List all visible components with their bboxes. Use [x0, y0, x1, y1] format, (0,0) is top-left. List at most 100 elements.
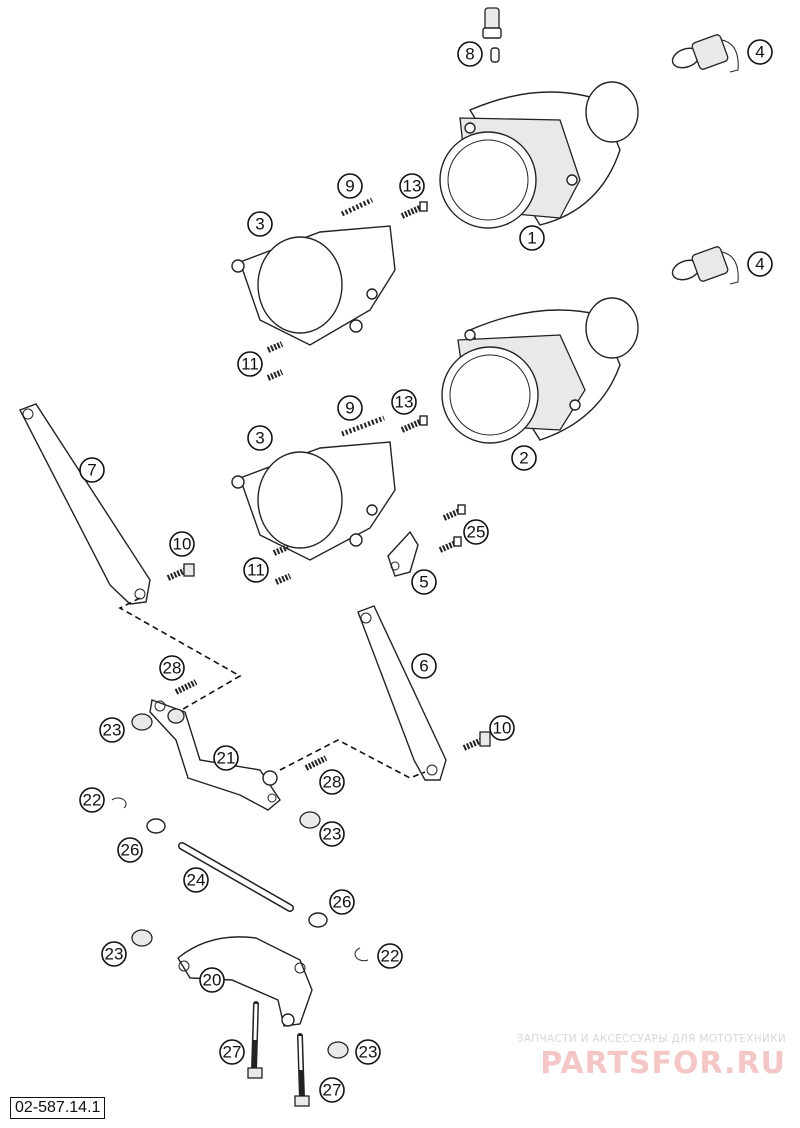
part-5-clip: [387, 530, 419, 577]
callout-11-lower: 11: [243, 557, 269, 583]
svg-text:9: 9: [345, 399, 354, 418]
callout-22-upper: 22: [79, 787, 105, 813]
svg-text:13: 13: [403, 177, 422, 196]
part-4-bulb-top: [671, 34, 739, 73]
watermark: ЗАПЧАСТИ И АКСЕССУАРЫ ДЛЯ МОТОТЕХНИКИ PA…: [517, 1033, 786, 1083]
svg-text:11: 11: [247, 561, 265, 580]
part-10-bolt-right: [462, 731, 491, 751]
svg-text:7: 7: [87, 461, 96, 480]
callout-21: 21: [213, 745, 239, 771]
part-13-screw-lower: [400, 415, 428, 433]
callout-24: 24: [183, 867, 209, 893]
svg-text:9: 9: [345, 177, 354, 196]
part-4-bulb-bottom: [671, 246, 739, 285]
svg-text:26: 26: [121, 841, 140, 860]
svg-text:23: 23: [323, 825, 342, 844]
part-27-bolt-right: [294, 1033, 310, 1107]
svg-text:24: 24: [187, 871, 206, 890]
part-21-bracket: [149, 699, 281, 811]
callout-28-lower: 28: [319, 769, 345, 795]
callout-13-lower: 13: [391, 389, 417, 415]
callout-6: 6: [411, 653, 437, 679]
svg-text:26: 26: [333, 893, 352, 912]
part-8-bulb-holder: [482, 7, 502, 63]
part-11-screws-lower: [272, 544, 292, 585]
part-23-rubber-4: [327, 1041, 349, 1059]
callout-27-left: 27: [219, 1039, 245, 1065]
part-2-headlamp-lower: [441, 297, 639, 444]
callout-23-c: 23: [101, 941, 127, 967]
svg-text:20: 20: [203, 971, 222, 990]
part-9-spring-lower: [341, 415, 385, 437]
callout-23-a: 23: [99, 717, 125, 743]
part-27-bolt-left: [247, 1001, 263, 1079]
callout-13-upper: 13: [399, 173, 425, 199]
callout-23-b: 23: [319, 821, 345, 847]
callout-4-lower: 4: [747, 251, 773, 277]
svg-text:22: 22: [83, 791, 102, 810]
svg-text:23: 23: [103, 721, 122, 740]
callout-26-upper: 26: [117, 837, 143, 863]
svg-text:5: 5: [419, 573, 428, 592]
svg-text:2: 2: [519, 449, 528, 468]
part-26-washer-upper: [146, 818, 166, 834]
part-23-rubber-1: [131, 713, 153, 731]
svg-text:3: 3: [255, 429, 264, 448]
svg-text:4: 4: [755, 255, 764, 274]
callout-10-right: 10: [489, 715, 515, 741]
part-9-spring-upper: [340, 197, 374, 217]
svg-text:13: 13: [395, 393, 414, 412]
callout-28-upper: 28: [159, 655, 185, 681]
callout-11-upper: 11: [237, 351, 263, 377]
callout-3-lower: 3: [247, 425, 273, 451]
part-22-clip-lower: [354, 947, 369, 962]
svg-text:1: 1: [527, 229, 536, 248]
callout-1: 1: [519, 225, 545, 251]
svg-text:10: 10: [493, 719, 512, 738]
callout-3-upper: 3: [247, 211, 273, 237]
part-26-washer-lower: [308, 912, 328, 928]
svg-text:22: 22: [381, 947, 400, 966]
callout-2: 2: [511, 445, 537, 471]
callout-5: 5: [411, 569, 437, 595]
part-28-screw-lower: [304, 755, 328, 771]
part-22-clip-upper: [111, 797, 127, 809]
dashed-link-right: [279, 739, 426, 779]
svg-text:10: 10: [173, 535, 192, 554]
callout-7: 7: [79, 457, 105, 483]
part-3-bracket-upper: [231, 225, 396, 346]
part-23-rubber-3: [131, 929, 153, 947]
part-11-screws-upper: [266, 341, 284, 381]
callout-9-upper: 9: [337, 173, 363, 199]
part-7-strap-left: [19, 403, 151, 605]
part-28-screw-upper: [174, 679, 198, 695]
callout-4-upper: 4: [747, 39, 773, 65]
callout-9-lower: 9: [337, 395, 363, 421]
callout-10-left: 10: [169, 531, 195, 557]
callout-8: 8: [457, 41, 483, 67]
part-3-bracket-lower: [231, 441, 396, 561]
svg-text:11: 11: [241, 355, 259, 374]
svg-text:3: 3: [255, 215, 264, 234]
watermark-tagline: ЗАПЧАСТИ И АКСЕССУАРЫ ДЛЯ МОТОТЕХНИКИ: [516, 1033, 786, 1045]
svg-text:28: 28: [163, 659, 182, 678]
part-24-pin: [178, 842, 294, 912]
svg-text:27: 27: [223, 1043, 242, 1062]
callout-20: 20: [199, 967, 225, 993]
svg-text:4: 4: [755, 43, 764, 62]
callout-26-lower: 26: [329, 889, 355, 915]
svg-text:6: 6: [419, 657, 428, 676]
dashed-link-left: [118, 597, 242, 713]
svg-text:23: 23: [105, 945, 124, 964]
watermark-brand: PARTSFOR.RU: [540, 1046, 786, 1081]
part-25-screws: [438, 504, 466, 553]
svg-text:25: 25: [467, 523, 486, 542]
svg-text:8: 8: [465, 45, 474, 64]
part-1-headlamp-upper: [439, 81, 639, 229]
part-10-bolt-left: [166, 563, 195, 581]
diagram-code: 02-587.14.1: [10, 1097, 106, 1119]
callout-22-lower: 22: [377, 943, 403, 969]
callout-27-right: 27: [319, 1077, 345, 1103]
part-13-screw-upper: [400, 201, 428, 219]
svg-text:21: 21: [217, 749, 236, 768]
